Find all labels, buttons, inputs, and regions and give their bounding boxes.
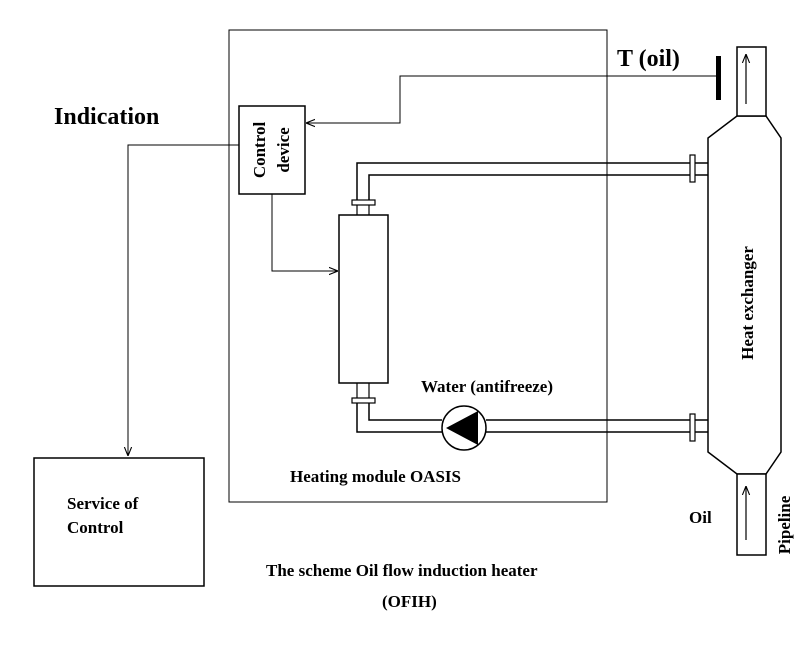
control-to-heater-line bbox=[271, 194, 338, 271]
indication-label: Indication bbox=[54, 104, 159, 130]
oil-inlet-pipe bbox=[736, 473, 767, 556]
lower-water-pipe bbox=[356, 403, 693, 433]
heat-exchanger-label: Heat exchanger bbox=[738, 246, 757, 360]
service-of-control-box bbox=[33, 457, 205, 587]
pump-triangle bbox=[446, 411, 478, 445]
caption-line-2: (OFIH) bbox=[382, 592, 437, 611]
caption-line-1: The scheme Oil flow induction heater bbox=[266, 561, 538, 580]
control-device-box bbox=[238, 105, 306, 195]
service-label-2: Control bbox=[67, 518, 124, 537]
service-label-1: Service of bbox=[67, 494, 139, 513]
heating-module-label: Heating module OASIS bbox=[290, 467, 461, 486]
exchanger-inlet-flange-bottom bbox=[689, 413, 696, 442]
temperature-sensor bbox=[716, 56, 721, 100]
control-device-label-2: device bbox=[274, 127, 293, 173]
exchanger-inlet-flange-top bbox=[689, 154, 696, 183]
bottom-flange bbox=[351, 397, 376, 404]
heating-module-frame bbox=[228, 29, 608, 503]
oil-outlet-pipe bbox=[736, 46, 767, 117]
upper-water-pipe bbox=[356, 162, 693, 200]
control-to-service-line bbox=[128, 144, 239, 456]
top-flange bbox=[351, 199, 376, 206]
temperature-label: T (oil) bbox=[617, 46, 680, 72]
control-device-label-1: Control bbox=[250, 122, 269, 179]
pipeline-label: Pipeline bbox=[775, 495, 794, 554]
oil-label: Oil bbox=[689, 508, 712, 527]
induction-heater bbox=[338, 214, 389, 384]
water-label: Water (antifreeze) bbox=[421, 377, 553, 396]
temperature-signal-line bbox=[306, 75, 720, 123]
